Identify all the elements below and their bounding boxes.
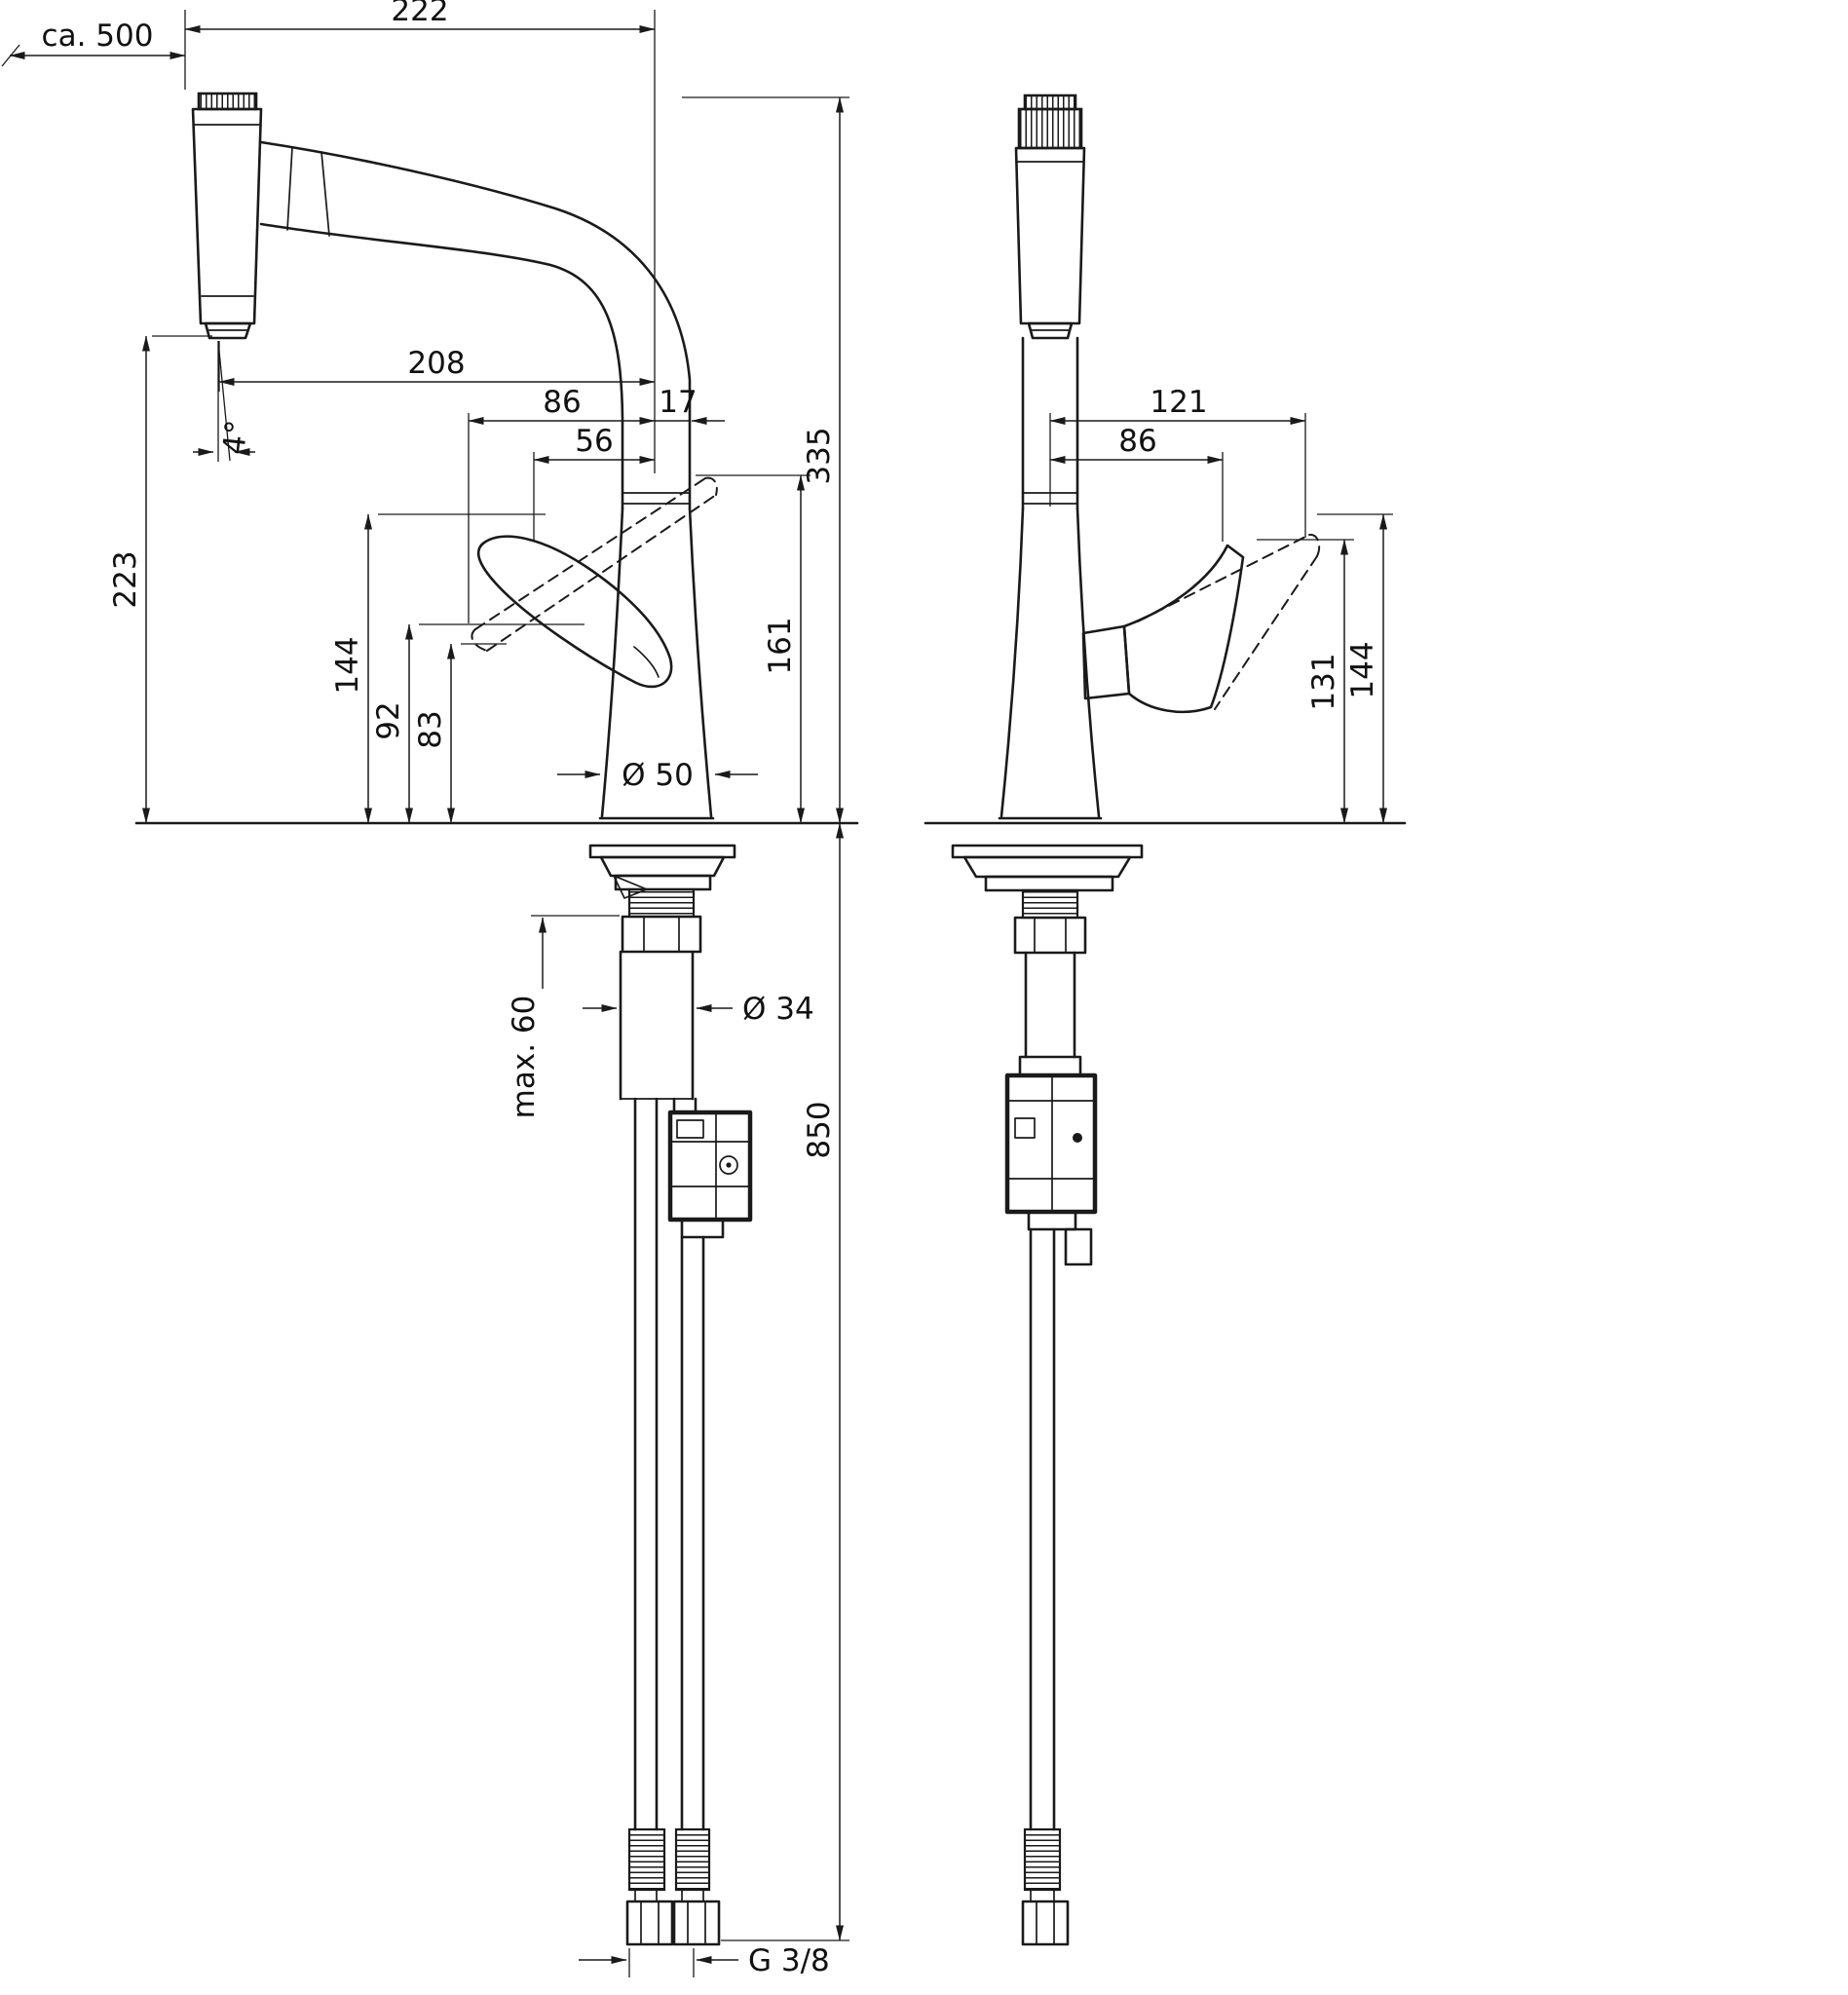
spout: [259, 140, 692, 510]
dim-222-label: 222: [391, 0, 448, 28]
dim-144-side-label: 144: [330, 636, 365, 694]
dim-208-label: 208: [407, 346, 465, 381]
spray-head-front: [1014, 94, 1086, 340]
dim-161-label: 161: [763, 617, 798, 674]
dim-144-front-label: 144: [1345, 641, 1380, 698]
dim-ca500-label: ca. 500: [42, 19, 154, 54]
check-valve-block-right: [1004, 1055, 1098, 1266]
dim-83-label: 83: [413, 710, 448, 748]
handle-lever: [476, 535, 673, 689]
dim-131-label: 131: [1306, 653, 1341, 710]
supply-hose-left-2: [672, 1235, 721, 1946]
dim-max60-label: max. 60: [507, 996, 542, 1119]
front-view: [924, 94, 1407, 1946]
dim-850-label: 850: [802, 1101, 837, 1158]
escutcheon-right: [951, 844, 1144, 892]
mounting-shank-right: [1013, 888, 1087, 1059]
supply-hose-right: [1021, 1227, 1070, 1946]
dim-56-label: 56: [575, 424, 613, 459]
dim-92-label: 92: [371, 701, 406, 739]
spray-head: [191, 92, 263, 340]
dim-17-label: 17: [659, 385, 697, 420]
dim-86-side-label: 86: [543, 385, 581, 420]
dim-121-label: 121: [1150, 385, 1207, 420]
outlet-angle-detail: [193, 340, 255, 462]
handle-range-dashed-front: [1137, 533, 1321, 710]
side-view: [134, 92, 859, 1946]
spout-column-front: [998, 336, 1103, 820]
dimension-annotations: 222 ca. 500 208 86 17 56 223 4° 144 92 8…: [1, 0, 1393, 1978]
dim-dia50-label: Ø 50: [622, 758, 694, 793]
dim-4deg-label: 4°: [216, 419, 254, 457]
body-cone: [598, 492, 715, 820]
dim-86-front-label: 86: [1118, 424, 1156, 459]
handle-lever-detail: [633, 646, 660, 678]
check-valve-block-left: [667, 1097, 753, 1239]
mounting-shank-left: [619, 887, 702, 1101]
dim-g38-label: G 3/8: [748, 1943, 830, 1978]
dim-223-label: 223: [108, 550, 143, 608]
supply-hose-left-1: [625, 1097, 674, 1946]
dim-dia34-label: Ø 34: [742, 992, 814, 1027]
dim-335-label: 335: [802, 427, 837, 484]
handle-lever-front: [1081, 544, 1245, 714]
